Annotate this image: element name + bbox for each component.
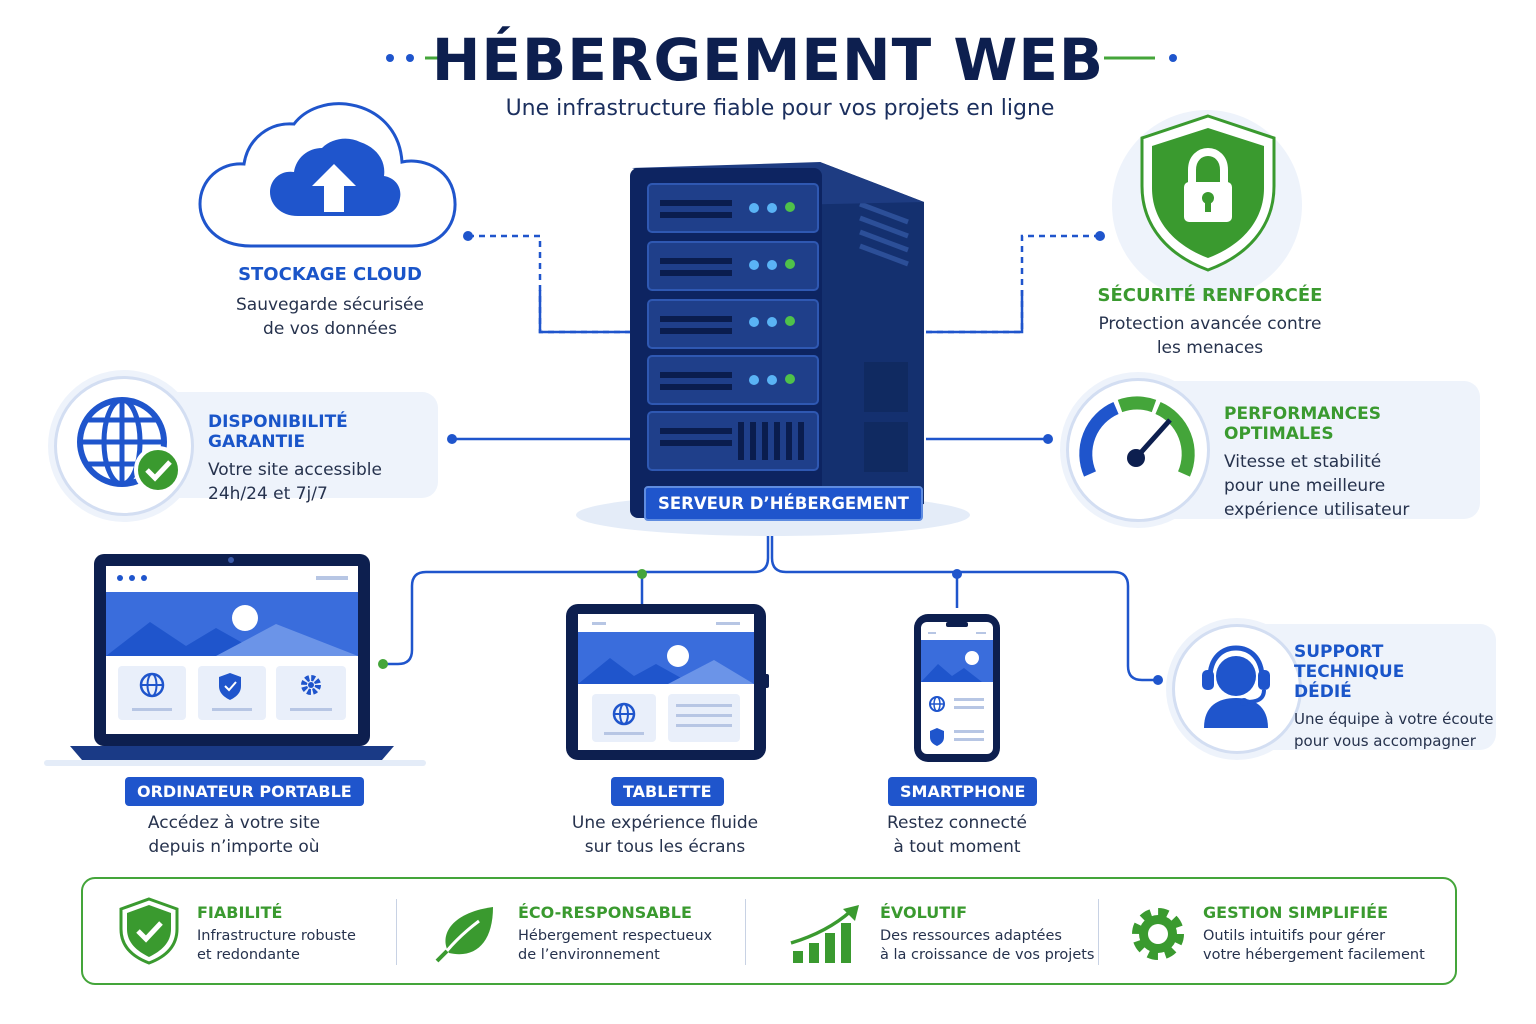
banner-desc-1-line1: Infrastructure robuste	[197, 928, 356, 944]
title-decoration-right	[1104, 54, 1177, 62]
support-desc-line1: Une équipe à votre écoute	[1294, 710, 1494, 728]
banner-desc-2-line1: Hébergement respectueux	[518, 928, 713, 944]
laptop-desc-line1: Accédez à votre site	[147, 813, 321, 833]
tablet-desc-line1: Une expérience fluide	[571, 813, 759, 833]
shield-check-icon	[119, 897, 179, 965]
performance-desc-line2: pour une meilleure	[1224, 476, 1386, 496]
laptop-desc-line2: depuis n’importe où	[148, 837, 320, 857]
banner-desc-1-line2: et redondante	[197, 947, 300, 963]
banner-title-1: FIABILITÉ	[197, 903, 283, 922]
tablet-desc-line2: sur tous les écrans	[584, 837, 746, 857]
banner-title-2: ÉCO-RESPONSABLE	[518, 903, 692, 922]
security-title: SÉCURITÉ RENFORCÉE	[1097, 285, 1323, 306]
page-title: HÉBERGEMENT WEB	[431, 26, 1105, 94]
smartphone-icon	[914, 614, 1000, 762]
gear-icon	[1132, 908, 1184, 960]
shield-lock-icon	[1140, 114, 1276, 272]
cloud-title: STOCKAGE CLOUD	[238, 264, 422, 285]
banner-desc-4-line2: votre hébergement facilement	[1203, 947, 1425, 963]
banner-title-3: ÉVOLUTIF	[880, 903, 968, 922]
performance-title: PERFORMANCES OPTIMALES	[1224, 404, 1381, 444]
laptop-icon	[44, 554, 426, 766]
laptop-label: ORDINATEUR PORTABLE	[125, 777, 364, 806]
speedometer-icon	[1079, 396, 1195, 477]
security-desc-line2: les menaces	[1156, 338, 1264, 358]
tablet-icon	[566, 604, 769, 760]
leaf-icon	[435, 907, 493, 963]
availability-desc-line2: 24h/24 et 7j/7	[208, 484, 328, 504]
banner-separator	[745, 899, 746, 965]
smartphone-desc-line1: Restez connecté	[886, 813, 1028, 833]
banner-desc-3-line2: à la croissance de vos projets	[880, 947, 1095, 963]
banner-desc-4-line1: Outils intuitifs pour gérer	[1203, 928, 1386, 944]
server-label: SERVEUR D’HÉBERGEMENT	[644, 486, 923, 521]
banner-title-4: GESTION SIMPLIFIÉE	[1203, 903, 1389, 922]
growth-chart-icon	[790, 905, 859, 963]
smartphone-label: SMARTPHONE	[888, 777, 1038, 806]
cloud-desc-line2: de vos données	[263, 319, 397, 339]
banner-desc-2-line2: de l’environnement	[518, 947, 660, 963]
server-rack-icon	[630, 162, 924, 518]
headset-agent-icon	[1202, 645, 1270, 728]
globe-check-icon	[77, 397, 182, 494]
cloud-desc-line1: Sauvegarde sécurisée	[236, 295, 424, 315]
availability-title: DISPONIBILITÉ GARANTIE	[208, 412, 348, 452]
banner-desc-3-line1: Des ressources adaptées	[880, 928, 1062, 944]
smartphone-desc-line2: à tout moment	[893, 837, 1021, 857]
tablet-label: TABLETTE	[611, 777, 724, 806]
performance-desc-line1: Vitesse et stabilité	[1224, 452, 1382, 472]
benefits-banner: FIABILITÉ Infrastructure robuste et redo…	[81, 877, 1457, 985]
banner-separator	[1098, 899, 1099, 965]
title-decoration-left	[386, 54, 456, 62]
support-desc-line2: pour vous accompagner	[1294, 732, 1476, 750]
support-title-line2: DÉDIÉ	[1294, 682, 1352, 702]
performance-desc-line3: expérience utilisateur	[1224, 500, 1410, 520]
availability-desc-line1: Votre site accessible	[208, 460, 382, 480]
security-desc-line1: Protection avancée contre	[1098, 314, 1322, 334]
banner-separator	[396, 899, 397, 965]
page-subtitle: Une infrastructure fiable pour vos proje…	[505, 96, 1055, 121]
cloud-upload-icon	[198, 102, 457, 248]
support-title-line1: SUPPORT TECHNIQUE	[1294, 642, 1405, 682]
